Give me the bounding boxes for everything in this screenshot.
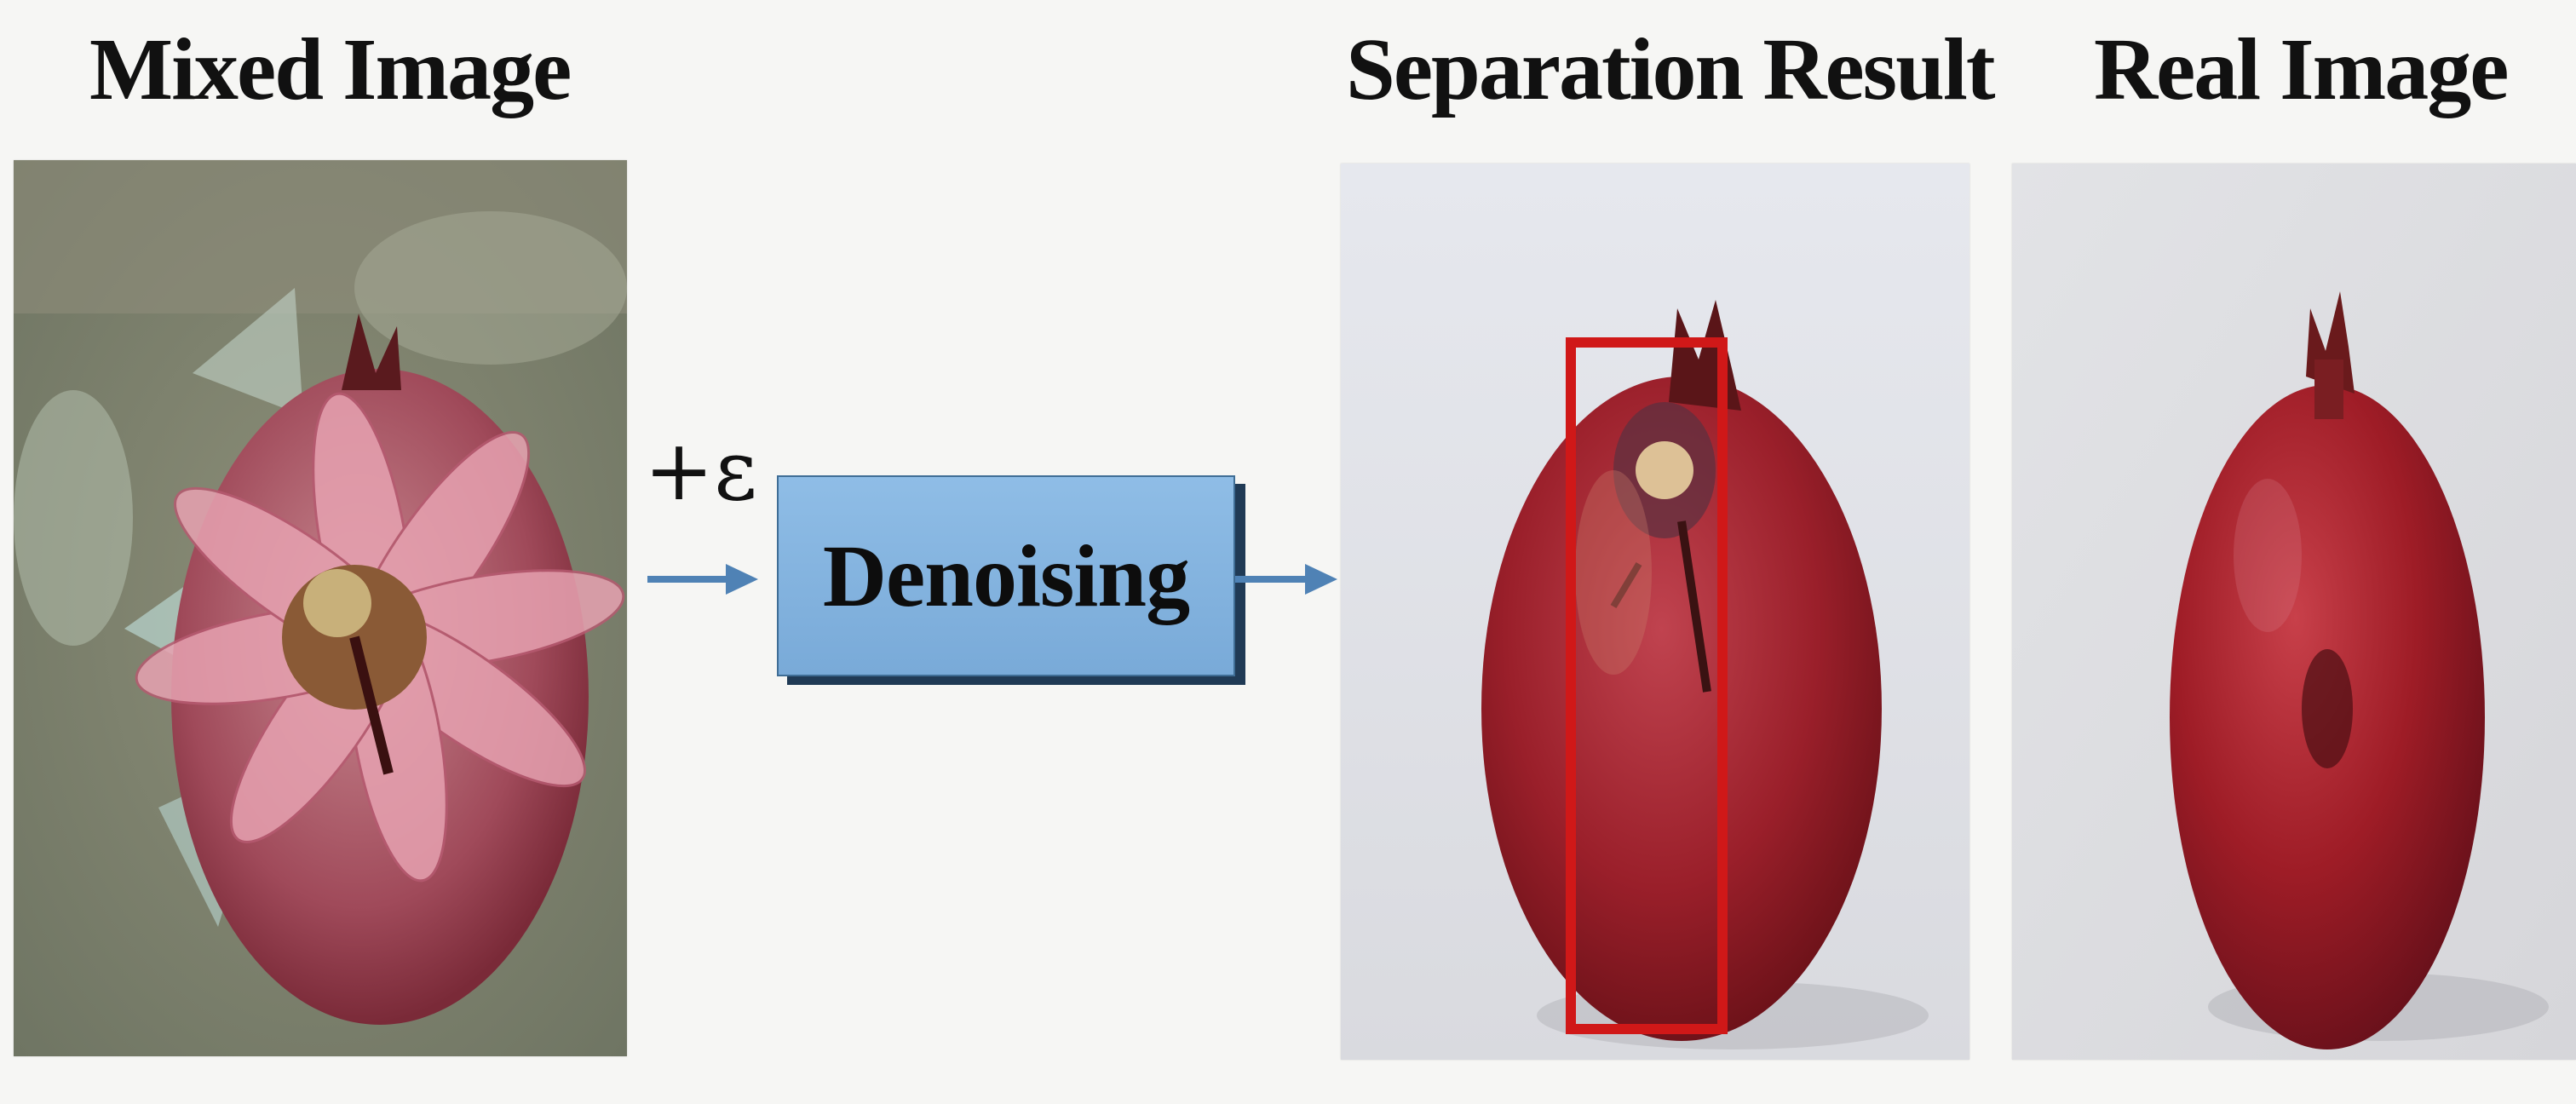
separation-result-title: Separation Result: [1346, 20, 1995, 118]
highlight-box: [1566, 337, 1728, 1034]
separation-result-image: [1341, 164, 1969, 1060]
right-arrow-icon: [647, 564, 758, 595]
denoising-label: Denoising: [822, 526, 1190, 625]
noise-label: +ε: [644, 423, 757, 520]
right-arrow-icon: [1235, 564, 1337, 595]
mixed-image: [14, 160, 627, 1056]
real-image-title: Real Image: [2094, 20, 2509, 118]
mixed-image-title: Mixed Image: [89, 20, 572, 118]
denoising-block: Denoising: [777, 475, 1235, 676]
real-image: [2012, 164, 2576, 1060]
